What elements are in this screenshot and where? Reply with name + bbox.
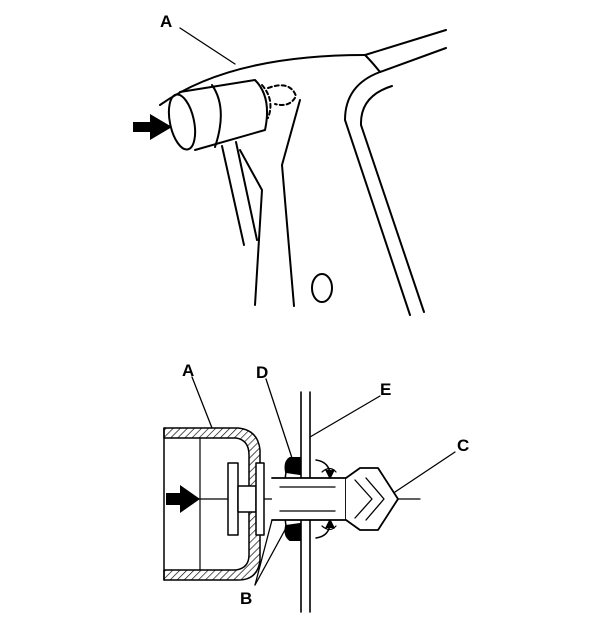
callout-label-a: A [160,12,172,31]
clip [271,467,421,531]
callout-label-a: A [182,361,194,380]
callout-leader-b2 [254,527,287,586]
callout-label-b: B [240,589,252,608]
callout-label-d: D [256,363,268,382]
callout-leader-a [179,27,236,65]
trim-panel [159,29,447,316]
push-arrow-icon [133,114,172,140]
panel-hole [311,273,333,303]
plunger [195,462,301,536]
push-arrow-icon [166,485,200,513]
callout-leader-a [191,376,213,429]
bottom-view [163,376,456,613]
callout-leader-c [394,451,456,493]
callout-label-c: C [457,436,469,455]
callout-leader-b1 [254,519,273,586]
top-view [133,27,447,316]
tool-housing [163,427,261,581]
grommet [283,457,301,541]
callout-leader-e [309,395,381,438]
callout-leader-d [265,378,293,459]
clip-tool [167,79,297,246]
callout-label-e: E [380,380,391,399]
rotation-arrows [315,459,335,539]
